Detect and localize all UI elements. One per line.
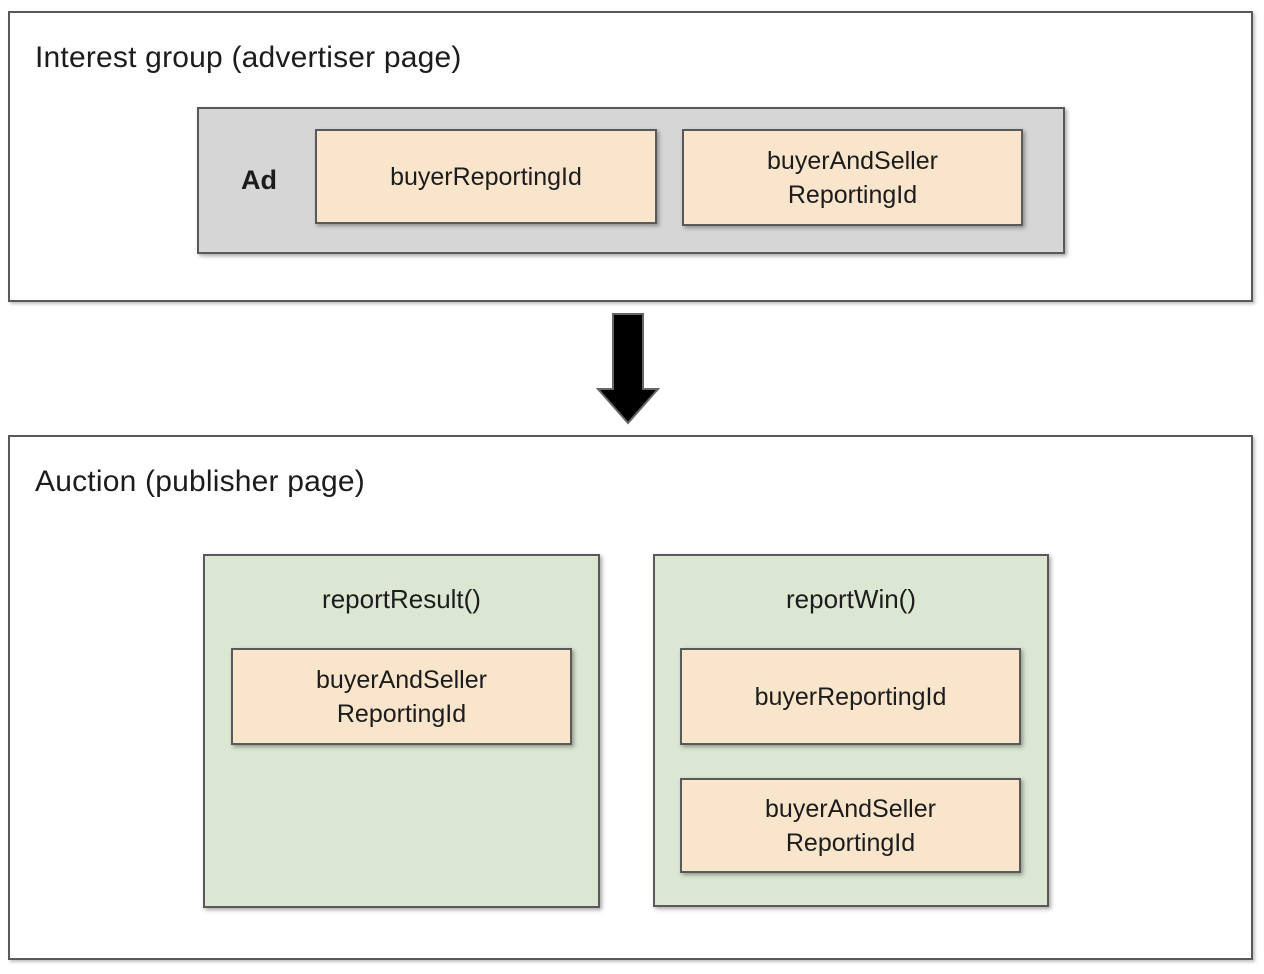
field-buyer-reporting-id: buyerReportingId — [680, 648, 1021, 745]
interest-group-title: Interest group (advertiser page) — [35, 41, 462, 74]
field-buyer-and-seller-reporting-id: buyerAndSeller ReportingId — [680, 778, 1021, 873]
interest-group-section: Interest group (advertiser page) Ad buye… — [8, 11, 1253, 302]
field-buyer-and-seller-reporting-id: buyerAndSeller ReportingId — [231, 648, 572, 745]
report-result-box: reportResult() buyerAndSeller ReportingI… — [203, 554, 600, 908]
report-win-title: reportWin() — [785, 584, 916, 614]
report-win-box: reportWin() buyerReportingId buyerAndSel… — [653, 554, 1049, 907]
auction-section: Auction (publisher page) reportResult() … — [8, 435, 1253, 960]
field-buyer-reporting-id: buyerReportingId — [315, 129, 657, 224]
auction-title: Auction (publisher page) — [35, 465, 365, 498]
ad-label: Ad — [241, 165, 277, 195]
down-arrow-icon — [595, 313, 661, 425]
ad-box: Ad buyerReportingId buyerAndSeller Repor… — [197, 107, 1065, 254]
report-result-title: reportResult() — [322, 584, 481, 614]
field-buyer-and-seller-reporting-id: buyerAndSeller ReportingId — [682, 129, 1023, 226]
